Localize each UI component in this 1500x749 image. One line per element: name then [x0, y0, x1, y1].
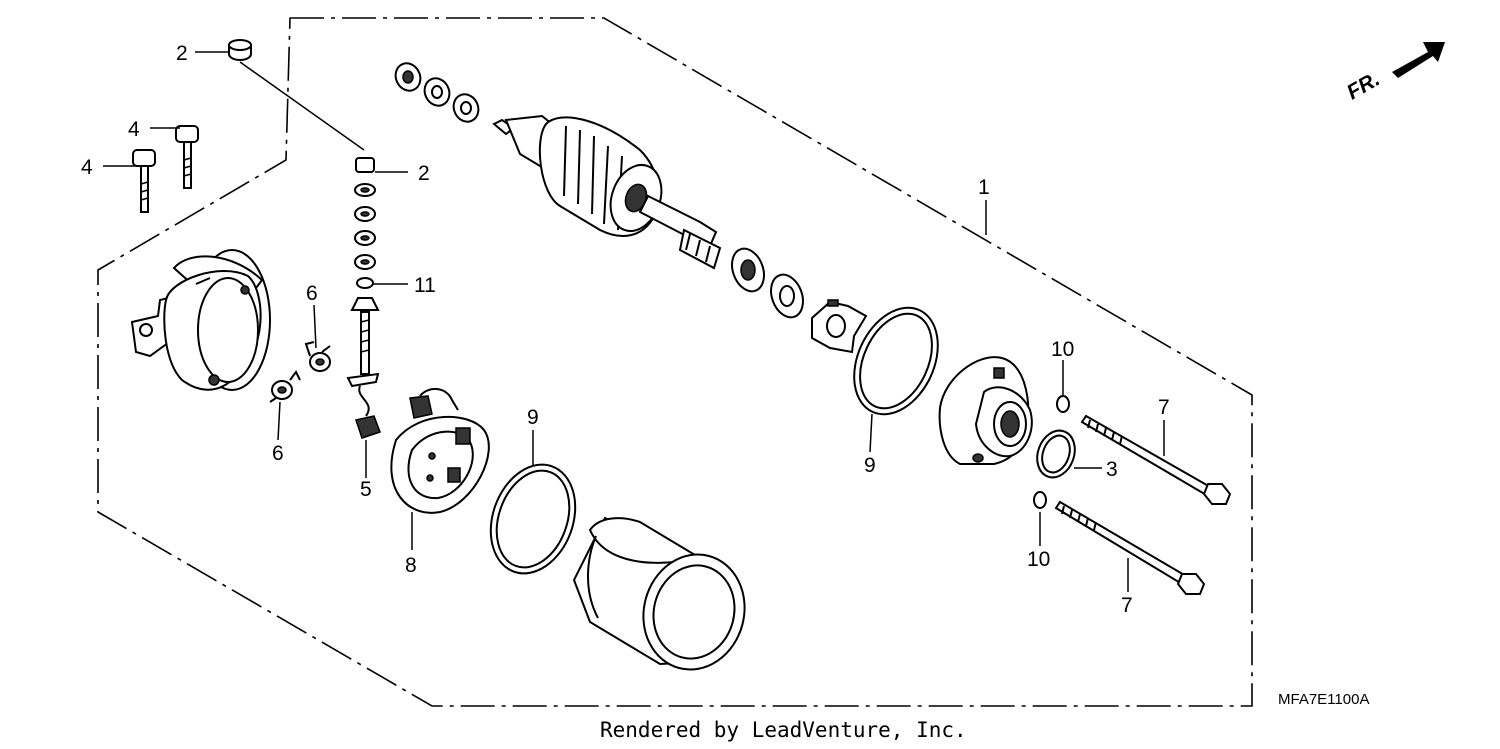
leader-lines [103, 51, 1165, 592]
front-direction-label: FR. [1343, 67, 1384, 104]
callout-8: 8 [405, 554, 417, 577]
figure-code: MFA7E1100A [1278, 691, 1369, 708]
o-ring-left [489, 463, 577, 575]
front-direction-arrow-icon: FR. [1343, 42, 1445, 104]
washer-10-top [1056, 395, 1070, 413]
brush-holder-plate [390, 388, 490, 514]
credit-line: Rendered by LeadVenture, Inc. [600, 718, 967, 742]
callout-10-top: 10 [1051, 338, 1074, 361]
callout-11: 11 [414, 274, 436, 297]
callout-6-bottom: 6 [272, 442, 284, 465]
callout-10-bottom: 10 [1027, 548, 1050, 571]
callout-7-bottom: 7 [1121, 594, 1133, 617]
callout-6-top: 6 [306, 282, 318, 305]
brush-spring-upper [304, 341, 331, 372]
assembly-outline [97, 17, 1253, 707]
o-ring-3 [1036, 429, 1076, 479]
callout-4-a: 4 [128, 118, 140, 141]
callout-4-b: 4 [81, 156, 93, 179]
o-ring-right [853, 306, 939, 416]
armature-washers-mid [731, 247, 804, 319]
callout-2-terminal: 2 [418, 162, 430, 185]
yoke-housing [572, 516, 746, 671]
armature-washers-top [394, 62, 480, 123]
front-cover [938, 356, 1033, 465]
callout-9-left: 9 [527, 406, 539, 429]
callout-3: 3 [1106, 458, 1118, 481]
callout-5: 5 [360, 478, 372, 501]
rear-cover [130, 249, 271, 391]
brush-spring-lower [269, 370, 301, 403]
bolt-a [175, 125, 199, 189]
callout-7-top: 7 [1158, 396, 1170, 419]
through-bolt-upper [1080, 414, 1232, 505]
bolt-b [132, 149, 156, 213]
armature [492, 114, 722, 270]
terminal-hardware-stack [350, 157, 380, 311]
callout-9-right: 9 [864, 454, 876, 477]
terminal-bolt-brush [346, 311, 381, 439]
lock-plate [811, 299, 868, 354]
through-bolt-lower [1054, 500, 1206, 595]
callout-2-top: 2 [176, 42, 188, 65]
washer-10-bottom [1033, 491, 1047, 509]
callout-1: 1 [978, 176, 990, 199]
flange-nut-top [228, 39, 252, 61]
